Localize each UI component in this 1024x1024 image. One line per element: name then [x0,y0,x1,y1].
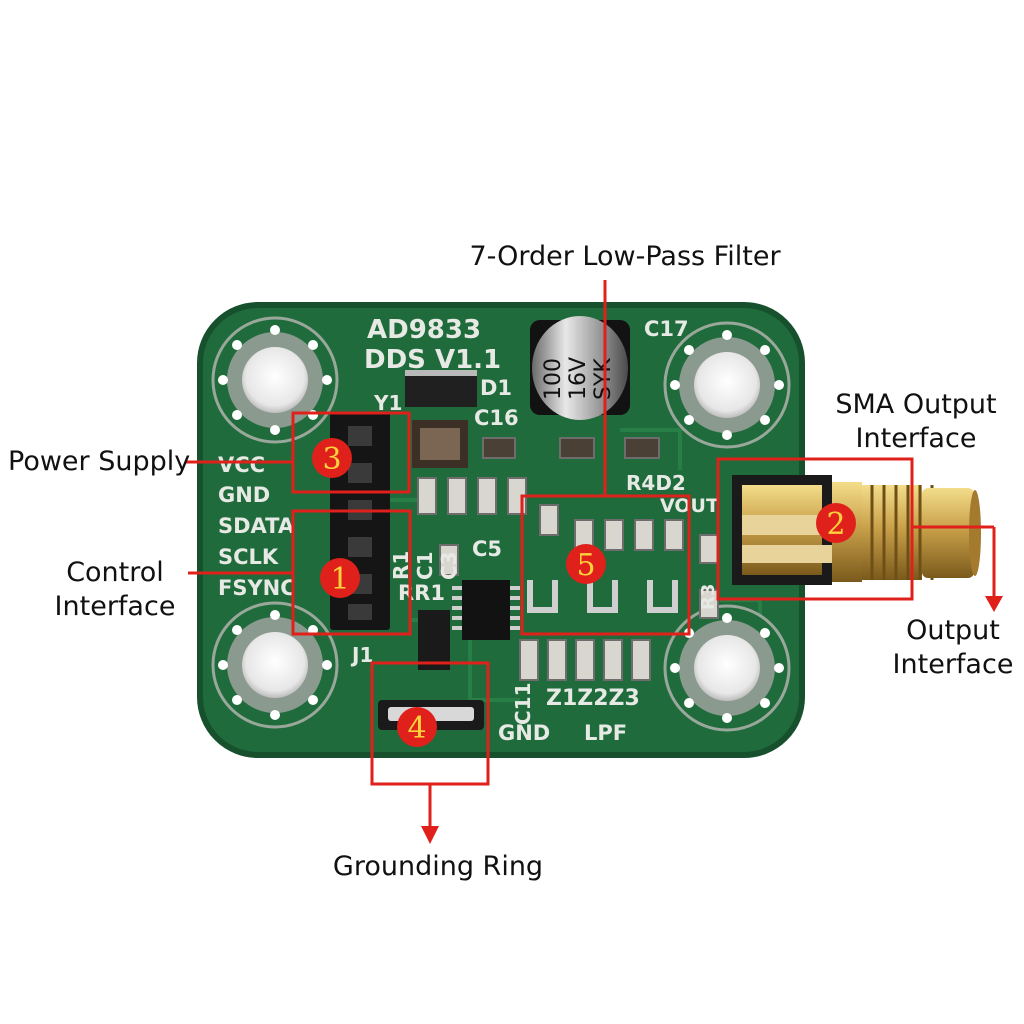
callout-output-line-1: Output [906,615,1000,646]
silk-ref-rr1: RR1 [398,581,445,605]
silk-pin-sdata: SDATA [218,514,295,538]
callout-output-interface: Output Interface [880,614,1024,682]
badge-3-label: 3 [322,442,341,477]
silk-ref-c11: C11 [511,682,535,725]
silk-ref-c3: C3 [437,551,461,580]
silk-ref-z: Z1Z2Z3 [546,686,640,711]
callout-control-line-2: Interface [54,591,176,622]
silk-ref-c5: C5 [472,537,502,561]
mounting-hole-bottom-right [663,604,791,732]
callout-power-supply: Power Supply [8,446,191,477]
silk-ref-c1: C1 [413,551,437,580]
callout-control-interface: Control Interface [40,556,190,624]
badge-5-label: 5 [576,548,595,583]
callout-sma-output-interface: SMA Output Interface [826,388,1006,456]
badge-1-label: 1 [330,562,349,597]
badge-3: 3 [312,438,352,478]
badge-5: 5 [566,544,606,584]
silk-lpf: LPF [584,721,627,745]
badge-4-label: 4 [407,711,426,746]
box-power-supply [291,411,411,494]
smd-components [417,437,719,681]
capacitor-marking-1: 100 [541,358,566,400]
silk-ref-c16: C16 [474,406,519,430]
lpf-inductors [527,580,678,613]
box-sma-output [716,457,914,601]
badge-1: 1 [320,558,360,598]
badge-4: 4 [397,707,437,747]
silk-ref-r4d2: R4D2 [626,471,686,495]
capacitor-marking-2: 16V [566,357,591,400]
badge-2-label: 2 [826,507,845,542]
silk-subtitle: DDS V1.1 [364,345,501,375]
mounting-hole-top-right [663,321,791,449]
callout-low-pass-filter: 7-Order Low-Pass Filter [469,241,781,272]
annotation-leaders [186,280,996,830]
silk-pin-sclk: SCLK [218,545,279,569]
silk-ref-d1: D1 [480,376,512,400]
silk-gnd-bottom: GND [498,721,550,745]
badge-2: 2 [816,503,856,543]
silk-title: AD9833 [367,315,481,345]
silk-pin-vcc: VCC [218,453,265,477]
silk-ref-y1: Y1 [373,391,402,415]
callout-control-line-1: Control [66,557,164,588]
callout-sma-line-1: SMA Output [835,389,997,420]
silk-ref-r3: R3 [698,584,719,610]
resistor-array [418,610,450,670]
silk-ref-j1: J1 [350,643,373,667]
silk-pin-fsync: FSYNC [218,576,296,600]
mounting-hole-bottom-left [211,601,339,729]
annotation-arrowheads [421,596,1003,844]
silk-ref-c17: C17 [644,317,689,341]
diode-d1 [405,375,477,407]
mounting-hole-top-left [211,316,339,444]
callout-grounding-ring: Grounding Ring [332,851,544,882]
callout-sma-line-2: Interface [855,423,977,454]
electrolytic-capacitor: 100 16V SYK [530,316,630,420]
arrowhead-output [985,596,1003,612]
sma-connector [732,475,981,585]
silk-pin-gnd: GND [218,483,270,507]
callout-output-line-2: Interface [892,649,1014,680]
ad9833-ic [452,580,520,640]
arrowhead-grounding [421,826,439,844]
